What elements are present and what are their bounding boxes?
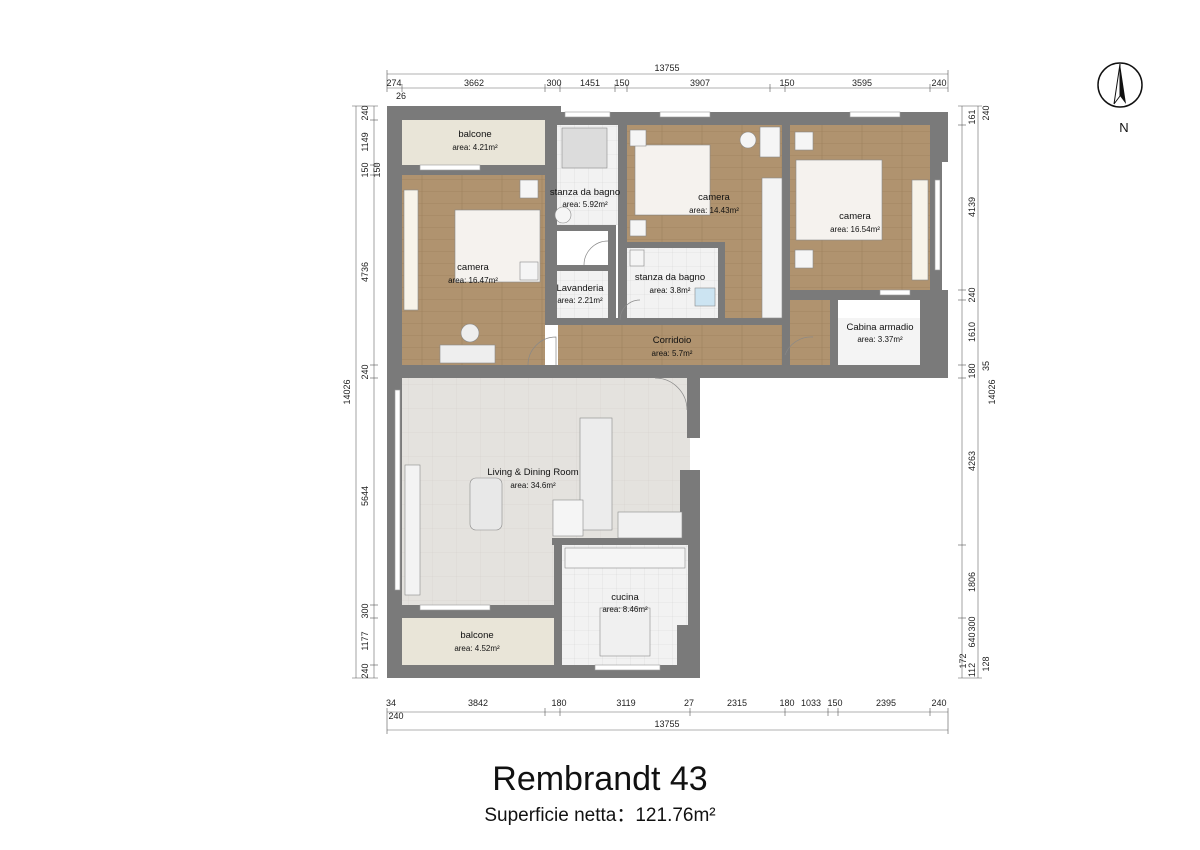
dim-bottom-4: 180 <box>551 698 566 708</box>
room-area-bagno-2: area: 3.8m² <box>650 286 691 295</box>
dim-bottom-8: 180 <box>779 698 794 708</box>
dim-right-12: 172 <box>958 653 968 668</box>
dim-bottom-12: 240 <box>931 698 946 708</box>
dim-bottom-11: 2395 <box>876 698 896 708</box>
room-name-cabina-armadio: Cabina armadio <box>846 322 913 333</box>
dim-left-6: 240 <box>360 364 370 379</box>
room-name-balcone-top: balcone <box>458 129 491 140</box>
room-area-living: area: 34.6m² <box>510 481 556 490</box>
dim-top-1: 274 <box>386 78 401 88</box>
dim-left-4: 150 <box>372 162 382 177</box>
room-area-balcone-top: area: 4.21m² <box>452 143 498 152</box>
room-area-bagno-1: area: 5.92m² <box>562 200 608 209</box>
furniture <box>403 126 929 657</box>
dim-right-5: 1610 <box>967 322 977 342</box>
dim-bottom-6: 27 <box>684 698 694 708</box>
dim-bottom-5: 3119 <box>616 698 635 708</box>
dim-bottom-3: 3842 <box>468 698 488 708</box>
room-area-camera-1: area: 16.47m² <box>448 276 498 285</box>
room-area-lavanderia: area: 2.21m² <box>557 296 603 305</box>
dim-bottom-1: 34 <box>386 698 396 708</box>
dim-right-14: 128 <box>981 656 991 671</box>
dim-bottom-9: 1033 <box>801 698 821 708</box>
floor-fills <box>402 120 930 665</box>
dim-top-9: 3595 <box>852 78 872 88</box>
plan-title: Rembrandt 43 <box>492 760 708 798</box>
dim-right-9: 1806 <box>967 572 977 592</box>
north-arrow-icon <box>1097 62 1143 108</box>
dim-right-10: 640 <box>967 632 977 647</box>
room-name-living: Living & Dining Room <box>487 467 578 478</box>
dim-right-8: 4263 <box>967 451 977 471</box>
north-label: N <box>1119 120 1128 135</box>
dim-left-7: 5644 <box>360 486 370 506</box>
dim-left-3: 150 <box>360 162 370 177</box>
room-name-corridoio: Corridoio <box>653 335 692 346</box>
room-name-lavanderia: Lavanderia <box>556 283 604 294</box>
dim-right-1: 161 <box>967 109 977 124</box>
dim-top-10: 240 <box>931 78 946 88</box>
windows <box>394 111 941 671</box>
dim-right-total: 14026 <box>987 379 997 404</box>
dim-right-3: 4139 <box>967 197 977 217</box>
doors <box>527 240 814 411</box>
room-labels: balcone area: 4.21m² stanza da bagno are… <box>448 129 913 653</box>
room-area-balcone-bottom: area: 4.52m² <box>454 644 500 653</box>
room-area-corridoio: area: 5.7m² <box>652 349 693 358</box>
dim-top-7: 3907 <box>690 78 710 88</box>
dim-bottom-2: 240 <box>388 711 403 721</box>
dim-right-11: 300 <box>967 616 977 631</box>
dim-left-1: 240 <box>360 105 370 120</box>
dim-top-6: 150 <box>614 78 629 88</box>
room-area-cucina: area: 8.46m² <box>602 605 648 614</box>
dim-right-13: 112 <box>967 663 977 677</box>
room-area-cabina-armadio: area: 3.37m² <box>857 335 903 344</box>
dim-top-5: 1451 <box>580 78 600 88</box>
dim-right-2: 240 <box>981 105 991 120</box>
dim-bottom-10: 150 <box>827 698 842 708</box>
room-name-bagno-1: stanza da bagno <box>550 187 620 198</box>
room-name-camera-3: camera <box>839 211 871 222</box>
dim-top-8: 150 <box>779 78 794 88</box>
dim-top-3: 3662 <box>464 78 484 88</box>
dimension-lines <box>352 70 982 734</box>
dim-top-2: 26 <box>396 91 406 101</box>
room-name-camera-2: camera <box>698 192 730 203</box>
dim-left-total: 14026 <box>342 379 352 404</box>
dim-bottom-7: 2315 <box>727 698 747 708</box>
plan-subtitle: Superficie netta：121.76m² <box>484 805 716 826</box>
dim-left-9: 1177 <box>360 631 370 650</box>
room-area-camera-2: area: 14.43m² <box>689 206 739 215</box>
dim-left-5: 4736 <box>360 262 370 282</box>
dim-top-4: 300 <box>546 78 561 88</box>
dim-bottom-total: 13755 <box>654 719 679 729</box>
room-name-bagno-2: stanza da bagno <box>635 272 705 283</box>
dim-right-7: 35 <box>981 361 991 371</box>
dim-right-6: 180 <box>967 363 977 378</box>
room-name-camera-1: camera <box>457 262 489 273</box>
room-name-cucina: cucina <box>611 592 639 603</box>
dim-left-8: 300 <box>360 603 370 618</box>
dim-left-2: 1149 <box>360 132 370 151</box>
dim-left-10: 240 <box>360 663 370 678</box>
dim-right-4: 240 <box>967 287 977 302</box>
room-area-camera-3: area: 16.54m² <box>830 225 880 234</box>
room-name-balcone-bottom: balcone <box>460 630 493 641</box>
dim-top-total: 13755 <box>654 63 679 73</box>
